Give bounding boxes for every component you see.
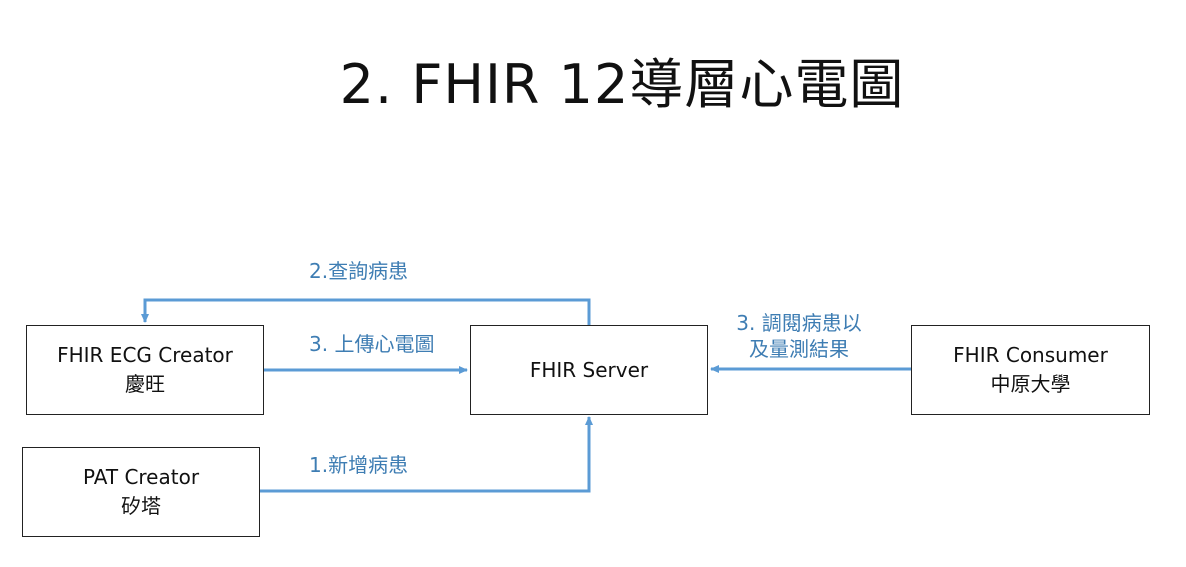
server-name: FHIR Server bbox=[529, 357, 649, 382]
view-results-label-line2: 及量測結果 bbox=[749, 337, 849, 361]
consumer-org: 中原大學 bbox=[990, 372, 1071, 396]
pat-creator-name: PAT Creator bbox=[82, 465, 200, 489]
upload-ecg-label: 3. 上傳心電圖 bbox=[309, 332, 435, 356]
view-results-label-line1: 3. 調閱病患以 bbox=[736, 311, 862, 335]
ecg-creator-org: 慶旺 bbox=[125, 372, 165, 396]
ecg-creator-name: FHIR ECG Creator bbox=[57, 343, 233, 367]
add-patient-label: 1.新增病患 bbox=[309, 453, 409, 477]
fhir-server-node: FHIR Server bbox=[470, 325, 708, 415]
pat-creator-org: 矽塔 bbox=[121, 494, 161, 518]
add-patient-arrow bbox=[260, 416, 593, 493]
fhir-ecg-creator-node: FHIR ECG Creator 慶旺 bbox=[26, 325, 264, 415]
fhir-consumer-node: FHIR Consumer 中原大學 bbox=[911, 325, 1150, 415]
pat-creator-node: PAT Creator 矽塔 bbox=[22, 447, 260, 537]
page-title: 2. FHIR 12導層心電圖 bbox=[339, 53, 905, 116]
view-results-label: 3. 調閱病患以 及量測結果 bbox=[726, 310, 872, 362]
query-patient-arrow bbox=[141, 298, 591, 325]
query-patient-label: 2.查詢病患 bbox=[309, 259, 409, 283]
consumer-name: FHIR Consumer bbox=[953, 343, 1108, 367]
